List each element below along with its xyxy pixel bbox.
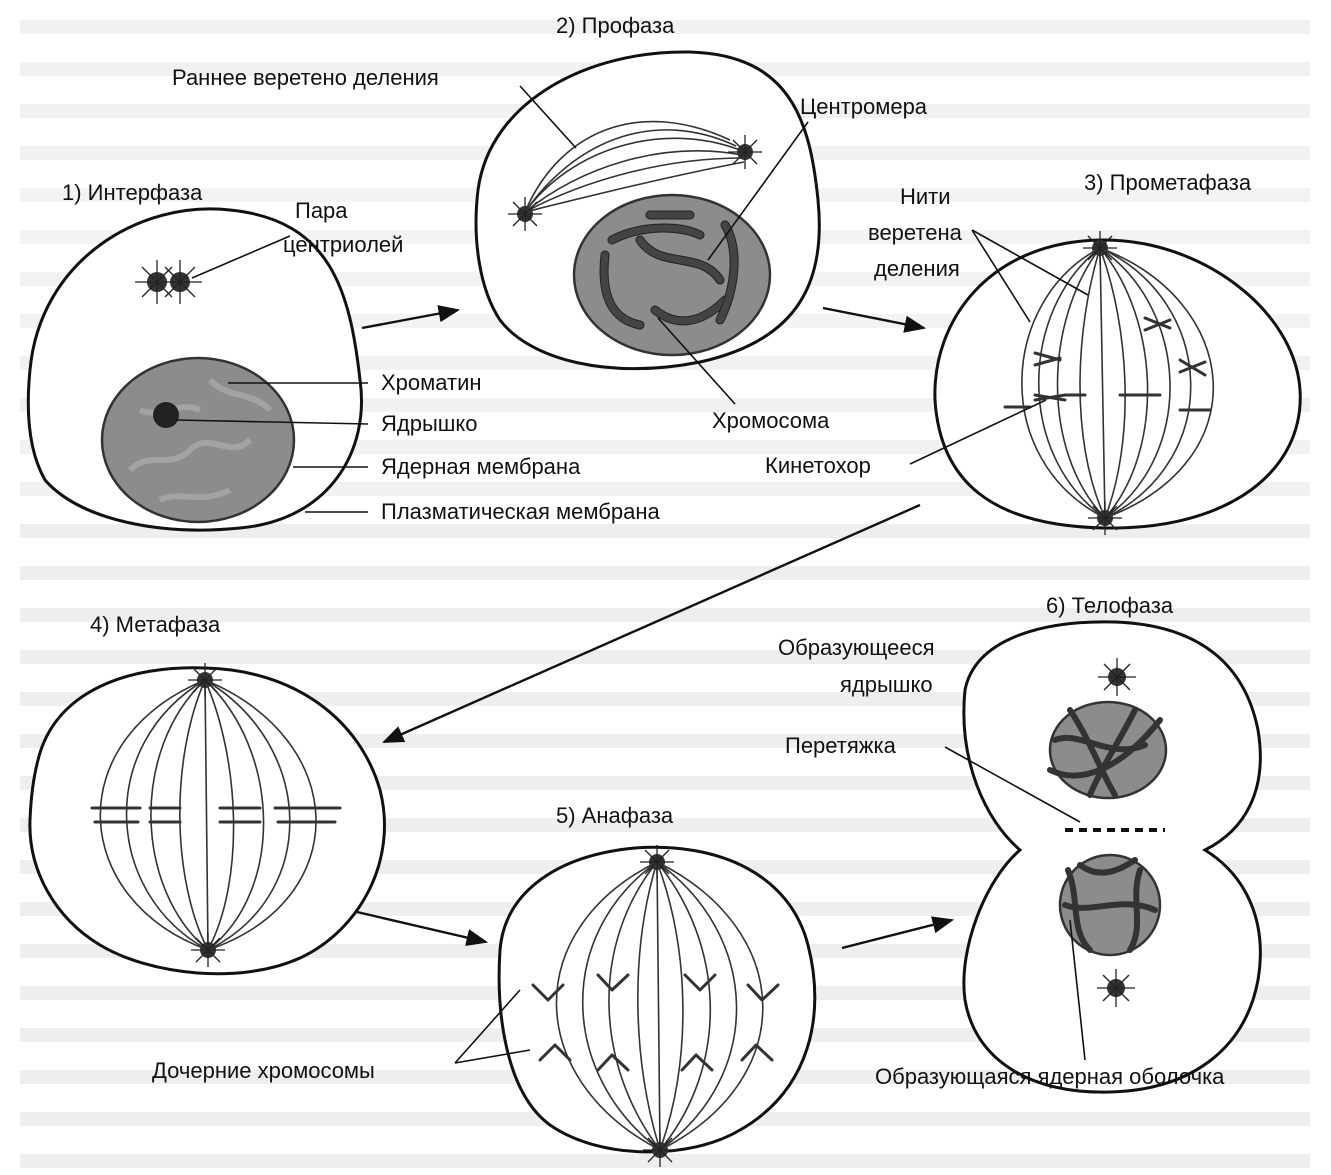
cell-metaphase: 4) Метафаза [30, 612, 385, 974]
stage-title-anaphase: 5) Анафаза [556, 803, 674, 828]
label-centromere: Центромера [800, 94, 928, 119]
label-spindle-fibers-2: веретена [868, 220, 963, 245]
label-nuclear-membrane: Ядерная мембрана [381, 454, 581, 479]
label-early-spindle: Раннее веретено деления [172, 65, 439, 90]
telophase-nucleus-top [1050, 702, 1166, 798]
stage-title-prometaphase: 3) Прометафаза [1084, 170, 1252, 195]
label-chromosome: Хромосома [712, 408, 830, 433]
stage-title-prophase: 2) Профаза [556, 13, 675, 38]
label-spindle-fibers-3: деления [874, 256, 960, 281]
label-plasma-membrane: Плазматическая мембрана [381, 499, 660, 524]
label-constriction: Перетяжка [785, 733, 897, 758]
label-kinetochore: Кинетохор [765, 453, 871, 478]
arrow-4-to-5 [357, 912, 486, 942]
arrow-5-to-6 [842, 920, 952, 948]
label-forming-nucleolus-1: Образующееся [778, 635, 935, 660]
label-chromatin: Хроматин [381, 370, 482, 395]
cell-telophase: 6) Телофаза Образующееся ядрышко Перетяж… [778, 593, 1260, 1092]
arrow-3-to-4 [384, 505, 920, 742]
label-nucleolus: Ядрышко [381, 411, 478, 436]
label-spindle-fibers-1: Нити [900, 184, 951, 209]
stage-title-telophase: 6) Телофаза [1046, 593, 1174, 618]
label-forming-nucleolus-2: ядрышко [840, 672, 933, 697]
stage-title-interphase: 1) Интерфаза [62, 180, 203, 205]
label-daughter-chromosomes: Дочерние хромосомы [152, 1058, 375, 1083]
label-forming-nuclear-envelope: Образующаяся ядерная оболочка [875, 1064, 1225, 1089]
label-centriole-pair-1: Пара [295, 198, 348, 223]
cell-prometaphase: 3) Прометафаза Нити веретена деления Кин… [765, 170, 1300, 535]
interphase-nucleolus [153, 402, 179, 428]
stage-title-metaphase: 4) Метафаза [90, 612, 221, 637]
label-centriole-pair-2: центриолей [283, 232, 403, 257]
telophase-nucleus-bottom [1060, 855, 1160, 955]
